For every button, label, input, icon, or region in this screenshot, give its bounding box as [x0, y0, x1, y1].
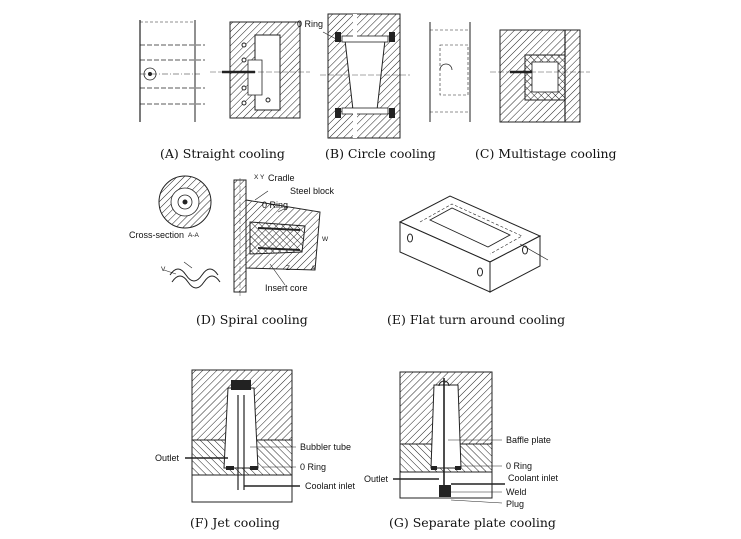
figure-a-straight-cooling — [139, 20, 310, 122]
label-d-mark-xy: X Y — [254, 174, 265, 181]
label-d-steel-block: Steel block — [290, 186, 335, 196]
figure-d-section-view — [233, 178, 321, 298]
label-b-oring: 0 Ring — [297, 19, 324, 29]
label-g-baffle-plate: Baffle plate — [506, 435, 551, 445]
figure-d-cross-section — [158, 175, 212, 229]
figure-d-spiral-coil — [163, 261, 221, 289]
figure-f-jet-cooling — [185, 369, 300, 503]
figure-d-spiral-cooling — [158, 175, 321, 298]
figure-a-plan-view — [139, 20, 205, 122]
label-d-mark-z: Z — [286, 265, 290, 272]
label-f-oring: 0 Ring — [300, 462, 327, 472]
figure-a-section-view — [210, 21, 310, 119]
figure-g-separate-plate-cooling — [393, 371, 505, 504]
figure-c-multistage-cooling — [429, 22, 590, 123]
label-d-mark-w: W — [322, 236, 329, 243]
label-g-outlet: Outlet — [364, 474, 389, 484]
label-d-mark-v: V — [161, 266, 166, 273]
label-d-aa: A-A — [188, 232, 199, 239]
caption-d: (D) Spiral cooling — [196, 312, 308, 327]
label-d-mark-a: A — [311, 265, 316, 272]
figure-c-plan-view — [429, 22, 471, 122]
caption-b: (B) Circle cooling — [325, 146, 436, 161]
label-d-insert-core: Insert core — [265, 283, 308, 293]
caption-e: (E) Flat turn around cooling — [387, 312, 566, 327]
label-f-bubbler-tube: Bubbler tube — [300, 442, 352, 452]
label-g-coolant-inlet: Coolant inlet — [508, 473, 559, 483]
label-f-outlet: Outlet — [155, 453, 180, 463]
label-g-plug: Plug — [506, 499, 525, 509]
label-f-coolant-inlet: Coolant inlet — [305, 481, 356, 491]
label-g-oring: 0 Ring — [506, 461, 533, 471]
label-d-cross-section: Cross-section — [129, 230, 185, 240]
figure-b-circle-cooling — [320, 13, 410, 139]
caption-c: (C) Multistage cooling — [475, 146, 617, 161]
label-d-oring: 0 Ring — [262, 200, 289, 210]
caption-f: (F) Jet cooling — [190, 515, 280, 530]
label-d-cradle: Cradle — [268, 173, 295, 183]
caption-g: (G) Separate plate cooling — [389, 515, 556, 530]
figure-c-section-view — [490, 29, 590, 123]
figure-e-flat-turnaround-cooling — [398, 195, 549, 293]
caption-a: (A) Straight cooling — [160, 146, 285, 161]
label-g-weld: Weld — [506, 487, 527, 497]
